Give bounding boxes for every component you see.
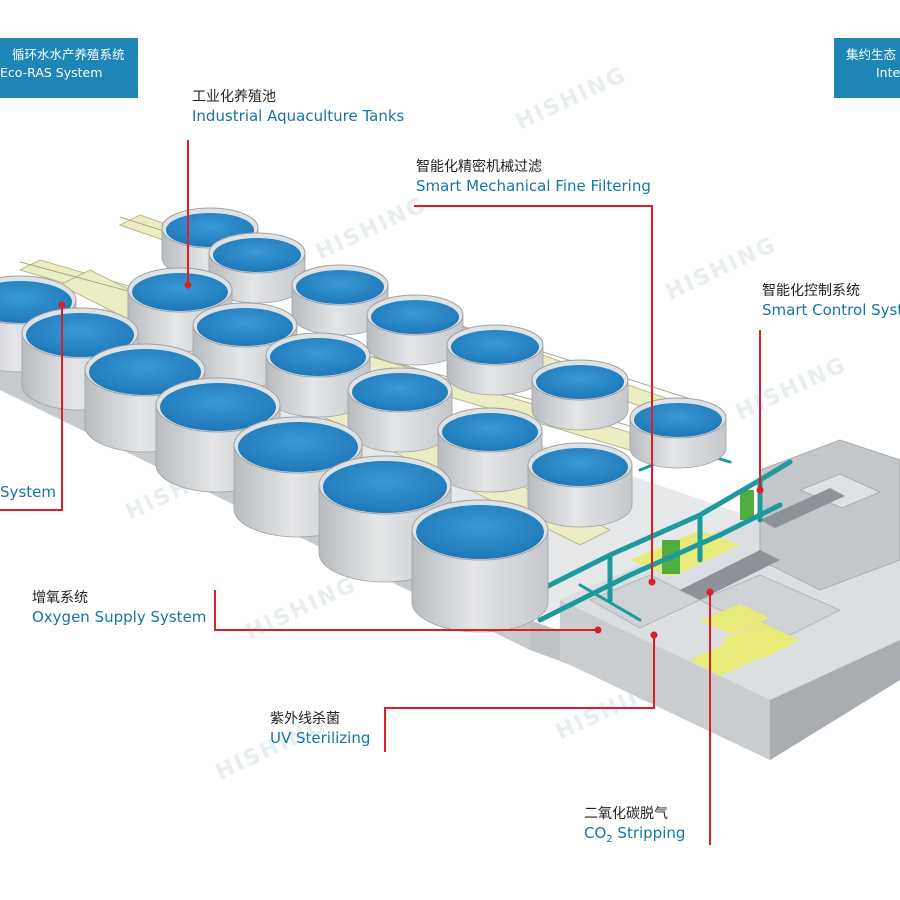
label-industrial-tanks: 工业化养殖池 Industrial Aquaculture Tanks bbox=[192, 88, 404, 126]
anchor-dot bbox=[650, 631, 658, 639]
aquaculture-tank bbox=[318, 455, 452, 583]
aquaculture-tank bbox=[437, 407, 543, 493]
aquaculture-tank bbox=[192, 302, 298, 388]
label-zh: 智能化控制系统 bbox=[762, 283, 860, 299]
label-zh: 增氧系统 bbox=[32, 590, 88, 606]
leader-line-uv bbox=[384, 635, 655, 752]
anchor-dot bbox=[58, 301, 66, 309]
co2-subscript: 2 bbox=[606, 834, 613, 845]
leader-line-oxygen bbox=[214, 590, 598, 631]
label-zh: 紫外线杀菌 bbox=[270, 711, 340, 727]
label-en: Smart Mechanical Fine Filtering bbox=[416, 177, 651, 195]
aquaculture-tank bbox=[208, 232, 306, 304]
leader-line-filter bbox=[414, 205, 653, 580]
tank-rows bbox=[0, 207, 727, 633]
co2-suffix: Stripping bbox=[612, 824, 686, 842]
badge-en: Eco-RAS System bbox=[0, 65, 103, 80]
aquaculture-tank bbox=[446, 324, 544, 396]
label-zh: 二氧化碳脱气 bbox=[584, 806, 668, 822]
anchor-dot bbox=[648, 578, 656, 586]
aquaculture-tank bbox=[527, 442, 633, 528]
label-en: CO2 Stripping bbox=[584, 823, 685, 850]
anchor-dot bbox=[706, 588, 714, 596]
label-en: Oxygen Supply System bbox=[32, 608, 207, 626]
leader-line-left-system bbox=[0, 305, 63, 511]
label-en: UV Sterilizing bbox=[270, 729, 371, 747]
label-mechanical-filtering: 智能化精密机械过滤 Smart Mechanical Fine Filterin… bbox=[416, 158, 651, 196]
label-en: Smart Control Syst bbox=[762, 301, 900, 319]
aquaculture-tank bbox=[629, 397, 727, 469]
label-zh: 智能化精密机械过滤 bbox=[416, 159, 542, 175]
label-uv-sterilizing: 紫外线杀菌 UV Sterilizing bbox=[270, 710, 370, 748]
co2-prefix: CO bbox=[584, 824, 607, 842]
system-badge-right: 集约生态 Inte bbox=[834, 38, 900, 98]
label-oxygen-supply: 增氧系统 Oxygen Supply System bbox=[32, 589, 206, 627]
anchor-dot bbox=[184, 281, 192, 289]
filtration-building bbox=[560, 439, 900, 760]
aquaculture-tank bbox=[411, 499, 549, 633]
aquaculture-tank bbox=[366, 294, 464, 366]
anchor-dot bbox=[756, 486, 764, 494]
anchor-dot bbox=[594, 626, 602, 634]
label-control-system: 智能化控制系统 Smart Control Syst bbox=[762, 282, 900, 320]
label-left-system: System bbox=[0, 482, 56, 502]
label-en: System bbox=[0, 483, 56, 501]
aquaculture-tank bbox=[265, 332, 371, 418]
label-en: Industrial Aquaculture Tanks bbox=[192, 107, 405, 125]
label-zh: 工业化养殖池 bbox=[192, 89, 276, 105]
aquaculture-tank bbox=[531, 359, 629, 431]
label-co2-stripping: 二氧化碳脱气 CO2 Stripping bbox=[584, 805, 685, 850]
badge-zh: 集约生态 bbox=[846, 47, 897, 62]
badge-zh: 循环水水产养殖系统 bbox=[12, 47, 125, 62]
system-badge-left: 循环水水产养殖系统 Eco-RAS System bbox=[0, 38, 138, 98]
